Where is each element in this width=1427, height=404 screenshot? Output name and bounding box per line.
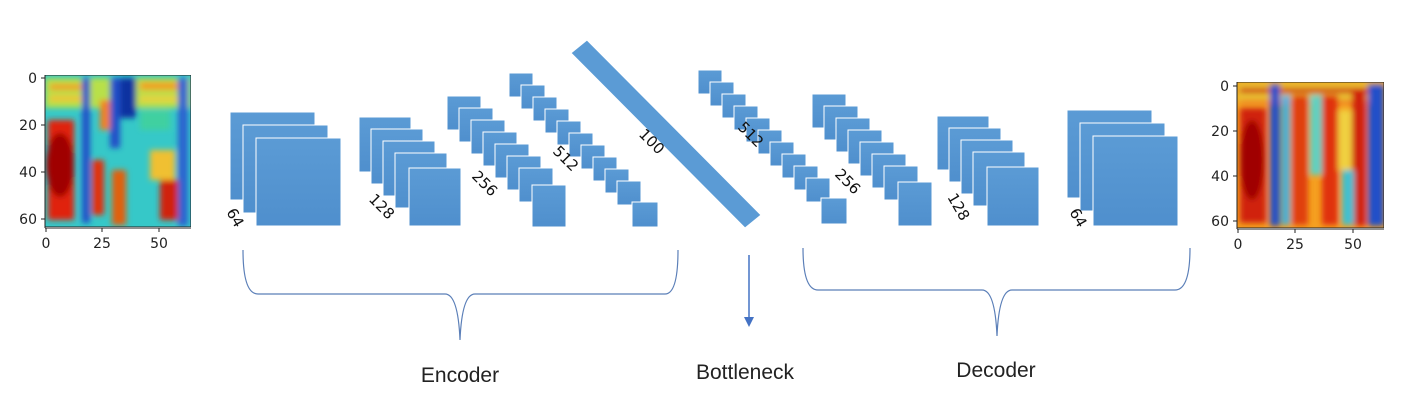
output-x-tick-0: 0 bbox=[1234, 237, 1243, 253]
input-y-tick-40: 40 bbox=[19, 165, 37, 181]
input-spectrogram: 0 20 40 60 0 25 50 bbox=[19, 71, 191, 252]
output-y-tick-60: 60 bbox=[1211, 214, 1229, 230]
input-heatmap-image bbox=[45, 75, 191, 227]
input-y-tick-20: 20 bbox=[19, 118, 37, 134]
decoder-layer-64 bbox=[1066, 109, 1179, 227]
encoder-layer-128 bbox=[358, 116, 462, 227]
encoder-blocks bbox=[229, 72, 659, 228]
encoder-section-label: Encoder bbox=[421, 364, 499, 387]
encoder-brace bbox=[242, 249, 679, 341]
encoder-layer-64 bbox=[229, 111, 342, 227]
encoder-layer-512 bbox=[508, 72, 659, 228]
input-x-tick-0: 0 bbox=[42, 236, 51, 252]
output-spectrogram: 0 20 40 60 0 25 50 bbox=[1211, 79, 1384, 253]
output-y-tick-40: 40 bbox=[1211, 169, 1229, 185]
output-axes bbox=[1233, 82, 1384, 233]
output-heatmap-image bbox=[1237, 82, 1384, 228]
output-x-tick-25: 25 bbox=[1286, 237, 1304, 253]
output-x-tick-50: 50 bbox=[1344, 237, 1362, 253]
decoder-brace bbox=[802, 247, 1191, 337]
output-y-tick-20: 20 bbox=[1211, 124, 1229, 140]
bottleneck-bar bbox=[570, 39, 762, 229]
decoder-label-256: 256 bbox=[831, 165, 864, 198]
encoder-layer-256 bbox=[446, 95, 567, 228]
decoder-layer-256 bbox=[811, 93, 933, 227]
input-axes bbox=[41, 75, 191, 232]
output-y-tick-0: 0 bbox=[1220, 79, 1229, 95]
decoder-blocks bbox=[697, 69, 1179, 227]
decoder-section-label: Decoder bbox=[956, 359, 1035, 382]
bottleneck-arrow bbox=[744, 255, 754, 327]
input-y-tick-60: 60 bbox=[19, 212, 37, 228]
input-y-tick-0: 0 bbox=[28, 71, 37, 87]
input-x-tick-50: 50 bbox=[150, 236, 168, 252]
decoder-layer-128 bbox=[936, 115, 1040, 227]
input-x-tick-25: 25 bbox=[93, 236, 111, 252]
decoder-label-128: 128 bbox=[944, 190, 974, 224]
decoder-layer-512 bbox=[697, 69, 848, 225]
bottleneck-section-label: Bottleneck bbox=[696, 361, 795, 384]
